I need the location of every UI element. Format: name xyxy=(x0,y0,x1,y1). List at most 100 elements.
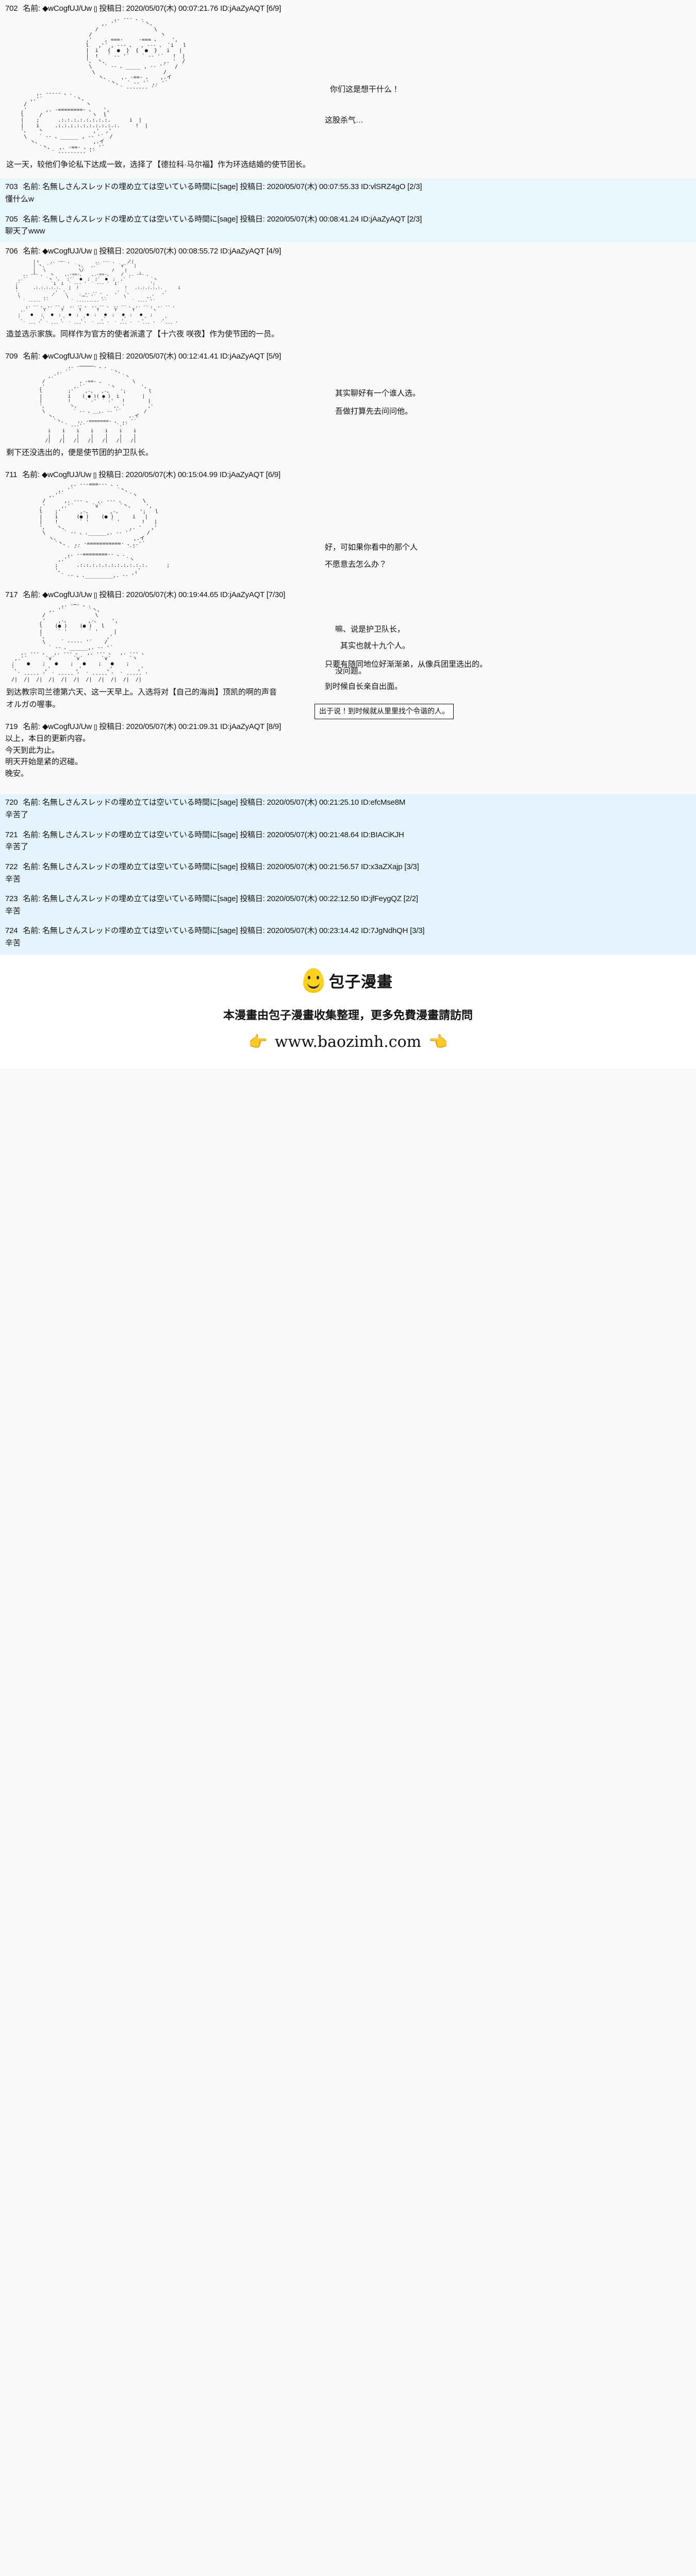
post-number[interactable]: 724 xyxy=(5,926,18,936)
dialogue-bubble-2: 其实也就十九个人。 xyxy=(340,641,410,650)
post-723: 723 名前: 名無しさんスレッドの埋め立ては空いている時間に[sage] 投稿… xyxy=(0,890,696,923)
post-724: 724 名前: 名無しさんスレッドの埋め立ては空いている時間に[sage] 投稿… xyxy=(0,922,696,955)
post-author: 名無しさんスレッドの埋め立ては空いている時間に[sage] xyxy=(42,182,238,192)
post-number[interactable]: 703 xyxy=(5,182,18,192)
post-722: 722 名前: 名無しさんスレッドの埋め立ては空いている時間に[sage] 投稿… xyxy=(0,858,696,891)
mascot-mouth xyxy=(307,981,320,989)
post-sage: [] xyxy=(93,471,97,479)
post-header: 719 名前: ◆wCogfUJ/Uw [] 投稿日: 2020/05/07(木… xyxy=(5,721,691,733)
post-header: 706 名前: ◆wCogfUJ/Uw [] 投稿日: 2020/05/07(木… xyxy=(5,246,691,257)
post-body: 辛苦 xyxy=(5,874,21,884)
post-709: 709 名前: ◆wCogfUJ/Uw [] 投稿日: 2020/05/07(木… xyxy=(0,348,696,466)
post-author[interactable]: ◆wCogfUJ/Uw xyxy=(42,590,92,599)
date-label: 投稿日: xyxy=(99,590,124,599)
spacer xyxy=(0,785,696,794)
post-uid[interactable]: ID:7JgNdhQH xyxy=(361,926,408,936)
name-label: 名前: xyxy=(23,4,40,13)
post-706: 706 名前: ◆wCogfUJ/Uw [] 投稿日: 2020/05/07(木… xyxy=(0,242,696,348)
date-label: 投稿日: xyxy=(240,862,265,871)
footer-url-row: 👉 www.baozimh.com 👈 xyxy=(0,1033,696,1051)
post-uid[interactable]: ID:jAaZyAQT xyxy=(220,246,264,256)
date-label: 投稿日: xyxy=(98,470,124,479)
post-caption: 这一天，较他们争论私下达成一致，选择了【德拉科·马尔福】作为环选结婚的使节团长。 xyxy=(6,160,310,170)
post-uid[interactable]: ID:jAaZyAQT xyxy=(220,352,264,361)
mascot-eye-right xyxy=(317,975,319,979)
post-number[interactable]: 723 xyxy=(5,894,18,904)
post-number[interactable]: 709 xyxy=(5,352,18,361)
post-author: 名無しさんスレッドの埋め立ては空いている時間に[sage] xyxy=(42,894,238,904)
post-date: 2020/05/07(木) 00:21:25.10 xyxy=(267,798,359,807)
post-sage: [] xyxy=(93,353,97,361)
name-label: 名前: xyxy=(23,862,40,871)
post-sage: [] xyxy=(93,591,97,599)
post-author: 名無しさんスレッドの埋め立ては空いている時間に[sage] xyxy=(42,830,238,839)
ascii-art-crowd: |ヽ ,. -─- 、 ,. -‐- 、 ノ| | 丶、'´ `ヽ、 ,.'´ … xyxy=(15,259,181,326)
post-author[interactable]: ◆wCogfUJ/Uw xyxy=(42,352,92,361)
post-sage: [] xyxy=(93,5,97,12)
aa-art-wrap-702: ,. -‐- 、. ,. '´ `丶、 / \ / ヽ ,' , ===- xyxy=(5,16,691,156)
post-author[interactable]: ◆wCogfUJ/Uw xyxy=(42,4,92,13)
date-label: 投稿日: xyxy=(99,4,124,13)
post-711: 711 名前: ◆wCogfUJ/Uw [] 投稿日: 2020/05/07(木… xyxy=(0,466,696,720)
aa-art-wrap-711: ,. -‐‐===‐‐- 、. ,. '´ `丶、 ,.'´ `ヽ / ,. -… xyxy=(5,482,691,720)
post-author[interactable]: ◆wCogfUJ/Uw xyxy=(42,246,92,256)
post-author[interactable]: ◆wCogfUJ/Uw xyxy=(42,722,92,731)
dialogue-bubble-1: 你们这是想干什么！ xyxy=(330,84,400,94)
post-author: 名無しさんスレッドの埋め立ては空いている時間に[sage] xyxy=(42,798,238,807)
post-702: 702 名前: ◆wCogfUJ/Uw [] 投稿日: 2020/05/07(木… xyxy=(0,0,696,179)
dialogue-bubble-3: 没问题。 xyxy=(335,667,367,676)
post-uid[interactable]: ID:BIACiKJH xyxy=(361,830,404,839)
post-number[interactable]: 722 xyxy=(5,862,18,871)
post-date: 2020/05/07(木) 00:08:55.72 xyxy=(126,246,219,256)
post-date: 2020/05/07(木) 00:07:55.33 xyxy=(267,182,359,192)
dialogue-bubble-5: 出于说！到时候就从里里找个令谐的人。 xyxy=(314,704,454,720)
dialogue-bubble-2: 吾做打算先去问问他。 xyxy=(335,407,413,416)
dialogue-bubble-2: 不愿意去怎么办？ xyxy=(325,560,387,569)
ascii-art-portrait: ,. -‐‐===‐‐- 、. ,. '´ `丶、 ,.'´ `ヽ / ,. -… xyxy=(39,482,170,579)
name-label: 名前: xyxy=(22,470,40,479)
post-uid[interactable]: ID:efcMse8M xyxy=(361,798,406,807)
post-number[interactable]: 711 xyxy=(5,470,18,479)
post-uid[interactable]: ID:jAaZyAQT xyxy=(219,470,264,479)
post-caption: 剩下还没选出的，便是使节团的护卫队长。 xyxy=(6,448,154,457)
post-number[interactable]: 721 xyxy=(5,830,18,839)
post-uid[interactable]: ID:jAaZyAQT xyxy=(361,214,405,224)
post-uid[interactable]: ID:jAaZyAQT xyxy=(220,4,264,13)
post-sage: [] xyxy=(93,247,97,255)
post-count: [8/9] xyxy=(266,722,281,731)
date-label: 投稿日: xyxy=(99,722,124,731)
baozi-mascot-icon xyxy=(303,968,324,993)
post-uid[interactable]: ID:jAaZyAQT xyxy=(220,722,264,731)
post-header: 709 名前: ◆wCogfUJ/Uw [] 投稿日: 2020/05/07(木… xyxy=(5,351,691,362)
post-count: [4/9] xyxy=(266,246,281,256)
date-label: 投稿日: xyxy=(99,352,124,361)
post-number[interactable]: 719 xyxy=(5,722,18,731)
post-uid[interactable]: ID:jAaZyAQT xyxy=(220,590,264,599)
post-number[interactable]: 717 xyxy=(5,590,18,599)
date-label: 投稿日: xyxy=(240,214,265,224)
post-count: [6/9] xyxy=(266,4,281,13)
post-sage: [] xyxy=(93,723,97,731)
post-717: 717 名前: ◆wCogfUJ/Uw [] 投稿日: 2020/05/07(木… xyxy=(0,586,696,718)
post-header: 711 名前: ◆wCogfUJ/Uw [] 投稿日: 2020/05/07(木… xyxy=(5,469,691,481)
footer-url[interactable]: www.baozimh.com xyxy=(274,1032,422,1051)
post-count: [3/3] xyxy=(404,862,419,871)
date-label: 投稿日: xyxy=(240,926,265,936)
post-author[interactable]: ◆wCogfUJ/Uw xyxy=(41,470,91,479)
post-date: 2020/05/07(木) 00:23:14.42 xyxy=(267,926,359,936)
post-count: [2/3] xyxy=(407,182,422,192)
post-count: [3/3] xyxy=(410,926,425,936)
post-date: 2020/05/07(木) 00:08:41.24 xyxy=(267,214,359,224)
post-number[interactable]: 706 xyxy=(5,246,18,256)
post-number[interactable]: 720 xyxy=(5,798,18,807)
post-body: 辛苦 xyxy=(5,906,21,916)
post-uid[interactable]: ID:x3aZXajp xyxy=(361,862,403,871)
dialogue-bubble-1: 嘛、说是护卫队长， xyxy=(335,624,405,634)
post-date: 2020/05/07(木) 00:19:44.65 xyxy=(126,590,219,599)
post-uid[interactable]: ID:jfFeygQZ xyxy=(361,894,402,904)
post-number[interactable]: 705 xyxy=(5,214,18,224)
post-number[interactable]: 702 xyxy=(5,4,18,13)
post-uid[interactable]: ID:vlSRZ4gO xyxy=(361,182,406,192)
post-date: 2020/05/07(木) 00:07:21.76 xyxy=(126,4,219,13)
